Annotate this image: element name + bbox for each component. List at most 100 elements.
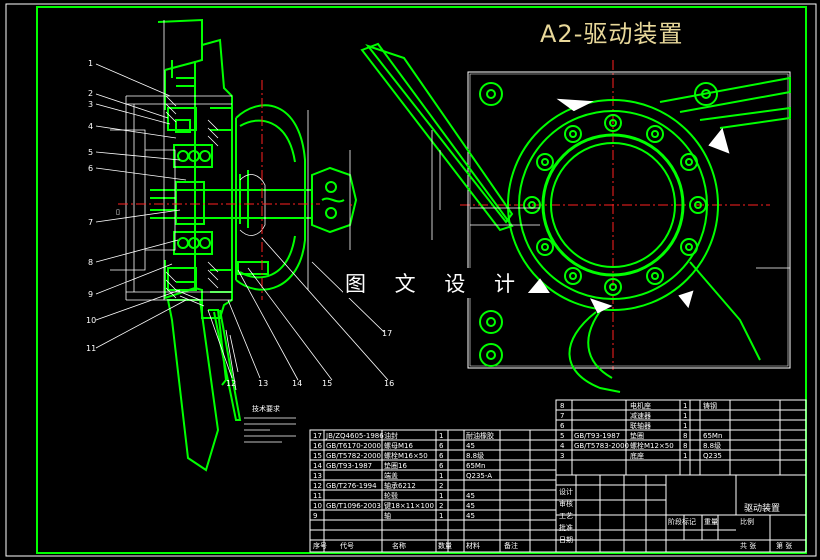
sign-label: 设计 [559, 488, 573, 496]
outer-frame [5, 3, 817, 557]
parts-row-material: 8.8级 [466, 452, 485, 460]
parts-row-no: 16 [313, 442, 322, 450]
parts-row-name: 端盖 [384, 472, 398, 480]
sign-label: 审核 [559, 500, 573, 508]
parts-row-name: 键18×11×100 [384, 502, 434, 510]
parts-row-qty: 1 [439, 492, 444, 500]
callout-5: 5 [88, 148, 93, 157]
parts-row-name: 油封 [384, 432, 398, 440]
upper-row-code: GB/T93-1987 [574, 432, 621, 440]
callout-10: 10 [86, 316, 96, 325]
upper-row-no: 3 [560, 452, 565, 460]
scale-label: 重量 [704, 518, 718, 526]
upper-row-qty: 1 [683, 402, 688, 410]
callout-14: 14 [292, 379, 302, 388]
parts-header-cell: 序号 [313, 542, 327, 550]
upper-row-qty: 1 [683, 422, 688, 430]
parts-header-cell: 数量 [438, 542, 452, 550]
sign-label: 批准 [559, 524, 573, 532]
upper-row-code: GB/T5783-2000 [574, 442, 630, 450]
parts-row-no: 17 [313, 432, 322, 440]
scale-label: 阶段标记 [668, 518, 696, 526]
parts-row-material: 45 [466, 512, 475, 520]
drawing-name: 驱动装置 [744, 504, 781, 514]
upper-row-material: 铸钢 [703, 402, 717, 410]
callout-9: 9 [88, 290, 93, 299]
parts-row-material: 45 [466, 502, 475, 510]
scale-label: 比例 [740, 518, 754, 526]
parts-row-code: GB/T1096-2003 [326, 502, 382, 510]
sign-label: 日期 [559, 536, 573, 544]
parts-row-qty: 1 [439, 432, 444, 440]
leader-lines [95, 63, 389, 381]
upper-row-name: 电机座 [630, 402, 651, 410]
notes-heading: 技术要求 [252, 404, 280, 413]
upper-row-name: 垫圈 [630, 432, 644, 440]
upper-row-material: Q235 [703, 452, 722, 460]
callout-numbers: 1 2 3 4 5 6 7 8 9 10 11 12 13 14 15 16 1… [86, 59, 394, 388]
parts-row-code: GB/T276-1994 [326, 482, 377, 490]
front-view [360, 42, 791, 393]
callout-1: 1 [88, 59, 93, 68]
parts-row-qty: 1 [439, 512, 444, 520]
callout-4: 4 [88, 122, 93, 131]
parts-row-qty: 2 [439, 502, 444, 510]
upper-row-material: 8.8级 [703, 442, 722, 450]
parts-row-code: JB/ZQ4605-1986 [326, 432, 384, 440]
callout-17: 17 [382, 329, 392, 338]
upper-row-no: 5 [560, 432, 565, 440]
upper-row-no: 6 [560, 422, 565, 430]
scale-label: 共 张 [740, 542, 757, 550]
callout-3: 3 [88, 100, 93, 109]
sign-label: 工艺 [559, 512, 573, 520]
callout-13: 13 [258, 379, 268, 388]
parts-header-cell: 备注 [504, 542, 518, 550]
callout-15: 15 [322, 379, 332, 388]
parts-row-no: 13 [313, 472, 322, 480]
parts-row-no: 11 [313, 492, 322, 500]
front-view-construction [431, 130, 790, 269]
upper-row-qty: 1 [683, 412, 688, 420]
parts-row-no: 10 [313, 502, 322, 510]
callout-6: 6 [88, 164, 93, 173]
callout-7: 7 [88, 218, 93, 227]
section-hatching [110, 20, 351, 391]
upper-row-no: 8 [560, 402, 565, 410]
callout-11: 11 [86, 344, 96, 353]
parts-row-qty: 1 [439, 472, 444, 480]
parts-row-qty: 6 [439, 442, 444, 450]
parts-header-cell: 名称 [392, 542, 406, 550]
callout-12: 12 [226, 379, 236, 388]
callout-8: 8 [88, 258, 93, 267]
side-label: ▯ [116, 208, 120, 216]
parts-row-name: 垫圈16 [384, 462, 407, 470]
upper-row-name: 底座 [630, 452, 644, 460]
upper-row-name: 联轴器 [630, 422, 651, 430]
tech-notes [244, 417, 296, 443]
watermark: 图 文 设 计 [343, 268, 529, 298]
inner-frame [36, 6, 807, 554]
upper-row-qty: 8 [683, 432, 688, 440]
scale-label: 第 张 [776, 542, 793, 550]
parts-row-no: 14 [313, 462, 322, 470]
parts-row-code: GB/T5782-2000 [326, 452, 382, 460]
parts-header-cell: 代号 [340, 542, 354, 550]
parts-row-material: 耐油橡胶 [466, 432, 494, 440]
upper-row-no: 7 [560, 412, 565, 420]
parts-row-qty: 6 [439, 452, 444, 460]
callout-16: 16 [384, 379, 394, 388]
upper-row-name: 减速器 [630, 412, 651, 420]
parts-row-no: 15 [313, 452, 322, 460]
section-view [150, 18, 358, 472]
parts-row-name: 轴承6212 [384, 482, 416, 490]
parts-row-code: GB/T93-1987 [326, 462, 373, 470]
parts-header-cell: 材料 [466, 542, 480, 550]
parts-row-no: 9 [313, 512, 318, 520]
callout-2: 2 [88, 89, 93, 98]
parts-row-qty: 2 [439, 482, 444, 490]
parts-row-material: Q235-A [466, 472, 493, 480]
parts-row-name: 轴 [384, 512, 391, 520]
upper-row-material: 65Mn [703, 432, 723, 440]
parts-row-name: 轮毂 [384, 492, 398, 500]
